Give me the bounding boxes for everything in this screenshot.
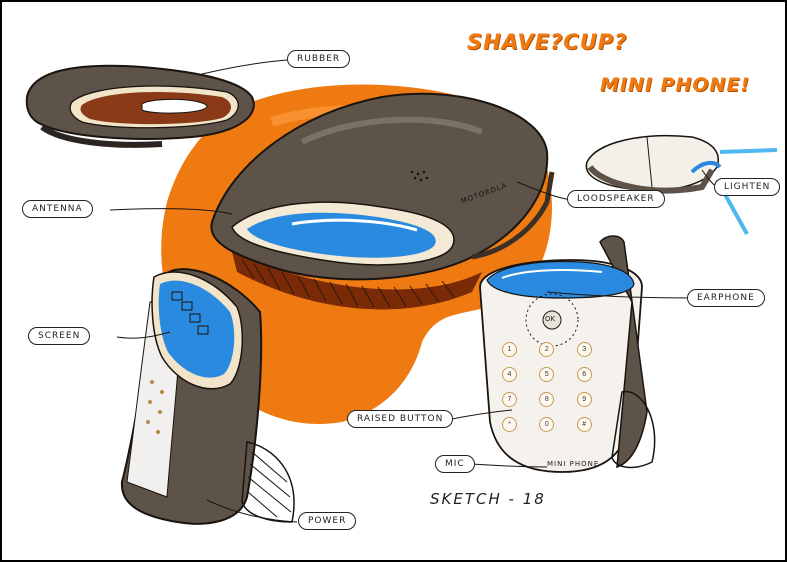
key-star: * — [502, 417, 517, 432]
key-8: 8 — [539, 392, 555, 407]
lighten-device — [585, 134, 778, 235]
headline-line-1: SHAVE?CUP? — [467, 30, 628, 54]
key-7: 7 — [502, 392, 517, 407]
callout-screen: SCREEN — [28, 327, 91, 345]
headline-line-2: MINI PHONE! — [600, 74, 751, 96]
key-2: 2 — [539, 342, 555, 357]
rubber-device — [25, 64, 255, 148]
callout-antenna: ANTENNA — [22, 200, 93, 218]
callout-rubber: RUBBER — [287, 50, 351, 68]
keypad: 1 2 3 4 5 6 7 8 9 * 0 # — [502, 342, 614, 432]
callout-raised-button: RAISED BUTTON — [347, 410, 454, 428]
callout-loudspeaker: LOODSPEAKER — [567, 190, 665, 208]
keypad-phone-device — [479, 235, 656, 473]
callout-mic: MIC — [435, 455, 475, 473]
shadow-hatching — [232, 252, 482, 310]
key-9: 9 — [576, 392, 592, 407]
sketch-number-label: SKETCH - 18 — [430, 490, 546, 508]
key-hash: # — [576, 417, 592, 432]
device-ok: OK — [545, 315, 556, 323]
key-1: 1 — [502, 342, 517, 357]
callout-lighten: LIGHTEN — [714, 178, 781, 196]
key-3: 3 — [576, 342, 592, 357]
key-0: 0 — [539, 417, 555, 432]
center-phone-device — [210, 92, 555, 281]
screen-device — [120, 268, 295, 525]
device-brand: MINI PHONE — [547, 460, 600, 468]
key-4: 4 — [502, 367, 517, 382]
callout-power: POWER — [298, 512, 357, 530]
key-6: 6 — [576, 367, 592, 382]
key-5: 5 — [539, 367, 555, 382]
callout-earphone: EARPHONE — [687, 289, 765, 307]
